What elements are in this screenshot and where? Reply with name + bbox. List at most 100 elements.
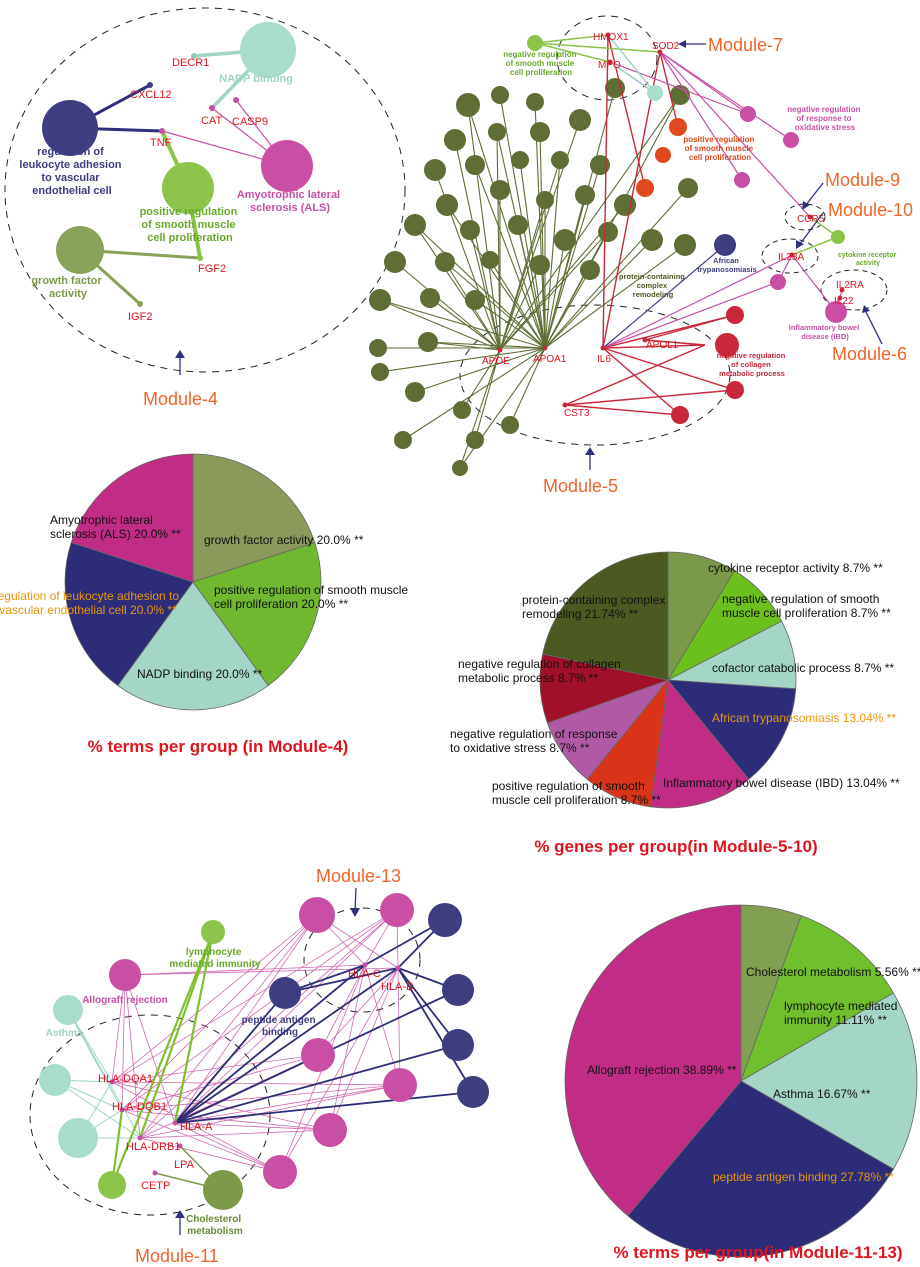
node-thyroid: [380, 893, 414, 927]
node-african: [714, 234, 736, 256]
edge: [121, 909, 398, 1111]
node-olive-term: [575, 185, 595, 205]
edge: [124, 964, 366, 976]
node-lymphocyte: [201, 920, 225, 944]
node-asthma: [53, 995, 83, 1025]
term-label: Allograft rejection: [82, 995, 168, 1006]
edge: [121, 1054, 319, 1111]
edge: [489, 259, 546, 349]
edge: [284, 967, 399, 994]
node-apol1: [642, 337, 648, 343]
edge: [397, 967, 474, 1093]
node-olive-term: [435, 252, 455, 272]
edge: [469, 229, 501, 351]
gene-label: APOE: [482, 356, 510, 367]
gene-label: HMOX1: [593, 32, 629, 43]
node-decr1: [191, 53, 197, 59]
edge: [602, 347, 681, 416]
module-5-boundary: [459, 304, 731, 446]
arrow-head: [175, 350, 185, 358]
term-label-smooth-muscle: positive regulation of smooth muscle cel…: [140, 206, 241, 244]
module-5-label: Module-5: [543, 476, 618, 496]
edge: [174, 967, 399, 1124]
gene-label: MPO: [598, 60, 621, 71]
node-hla-a: [172, 1120, 178, 1126]
edge: [174, 1122, 331, 1131]
module-13-boundary: [303, 907, 421, 1013]
edge: [519, 159, 546, 349]
node-hla-drb1: [137, 1135, 143, 1141]
edge: [499, 199, 546, 351]
term-label: Asthma: [46, 1028, 83, 1039]
node-hla-c: [362, 962, 368, 968]
node-apoe: [497, 347, 503, 353]
node-olive-term: [404, 214, 426, 236]
edge: [602, 34, 609, 349]
node-olive-term: [424, 159, 446, 181]
gene-label: HLA-A: [180, 1121, 213, 1133]
pie-slice: [564, 904, 742, 1217]
data-label: NADP binding 20.0% **: [137, 667, 263, 681]
edge: [397, 967, 401, 1086]
node-antigen-processing: [383, 1068, 417, 1102]
node-il6: [600, 345, 606, 351]
node-fgf2: [197, 255, 203, 261]
edge: [110, 931, 215, 1186]
term-label: negative regulation of response to oxida…: [787, 105, 863, 132]
edge: [602, 281, 779, 349]
olive-nodes: [369, 78, 698, 476]
node-oxidative-stress-3: [734, 172, 750, 188]
node-igf2: [137, 301, 143, 307]
edge: [602, 244, 726, 349]
gene-label: HLA-DQA1: [98, 1073, 153, 1085]
edge: [644, 339, 706, 346]
module-10-arrow: [799, 212, 824, 245]
node-olive-term: [678, 178, 698, 198]
edge: [379, 299, 546, 349]
node-antigen-er: [428, 903, 462, 937]
module-7-boundary: [556, 15, 658, 101]
edge: [644, 314, 736, 341]
edge: [544, 194, 586, 349]
module-9-label: Module-9: [825, 170, 900, 190]
gene-label: HLA-C: [348, 968, 381, 980]
pie-3-title: % terms per group(in Module-11-13): [613, 1243, 902, 1262]
module-6-arrow: [865, 311, 883, 345]
node-allograft: [109, 959, 141, 991]
gene-label: HLA-DRB1: [126, 1141, 180, 1153]
data-label: Amyotrophic lateral sclerosis (ALS) 20.0…: [50, 513, 181, 541]
pie-chart-module-11-13: [564, 904, 918, 1258]
node-cst3: [562, 402, 568, 408]
node-olive-term: [614, 194, 636, 216]
edge: [174, 909, 398, 1124]
module-10-label: Module-10: [828, 200, 913, 220]
edge: [139, 909, 398, 1139]
node-olive-term: [481, 251, 499, 269]
edge: [414, 347, 546, 393]
node-olive-term: [405, 382, 425, 402]
data-label: positive regulation of smooth muscle cel…: [214, 583, 411, 611]
node-il23a: [789, 252, 795, 258]
data-label: growth factor activity 20.0% **: [204, 533, 364, 547]
edge: [279, 967, 399, 1173]
data-label: Allograft rejection 38.89% **: [587, 1063, 737, 1077]
gene-label: IL2RA: [836, 280, 864, 291]
data-label: positive regulation of smooth muscle cel…: [492, 779, 661, 807]
node-il22: [837, 295, 843, 301]
edge: [474, 349, 501, 441]
term-label: positive regulation of smooth muscle cel…: [683, 135, 756, 162]
edge: [544, 239, 653, 349]
module-11-boundary: [29, 1014, 271, 1216]
node-olive-term: [444, 129, 466, 151]
edge: [544, 239, 566, 349]
gene-label: APOL1: [646, 340, 679, 351]
node-collagen-small: [726, 306, 744, 324]
edge: [124, 974, 176, 1124]
node-tnf: [159, 128, 165, 134]
node-olive-term: [530, 255, 550, 275]
data-label: peptide antigen binding 27.78% **: [713, 1170, 894, 1184]
module-9-boundary: [784, 203, 826, 231]
node-collagen: [715, 333, 739, 357]
node-olive-term: [453, 401, 471, 419]
node-growth-factor: [56, 226, 104, 274]
